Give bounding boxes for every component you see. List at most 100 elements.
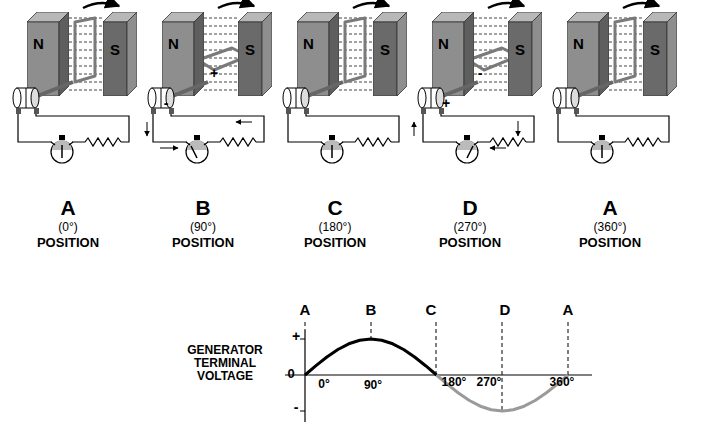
magnet-face — [667, 12, 677, 96]
angle-note: (180°) — [319, 221, 352, 234]
axis-value: - — [294, 400, 299, 415]
axis-tick — [300, 411, 305, 412]
magnet-shape — [297, 12, 339, 96]
position-word: POSITION — [172, 236, 234, 250]
magnet-face — [532, 12, 542, 96]
position-letter: A — [60, 196, 75, 219]
magnet-face — [262, 12, 272, 96]
graph-position-letter: A — [563, 302, 574, 319]
armature-loop — [75, 18, 95, 82]
axis-tick — [300, 339, 305, 340]
generator-circuit — [553, 3, 669, 163]
axis-value: 0 — [287, 367, 294, 381]
angle-note: (0°) — [58, 221, 77, 234]
north-pole: N — [432, 12, 474, 96]
south-pole: S — [103, 12, 137, 96]
south-pole: S — [238, 12, 272, 96]
position-letter: A — [602, 196, 617, 219]
current-arrow — [414, 122, 415, 136]
positive-half-cycle — [305, 339, 437, 375]
voltage-graph — [285, 322, 592, 422]
degree-tick: 360° — [550, 376, 575, 389]
magnet-shape — [432, 12, 474, 96]
magnet-face — [643, 22, 667, 96]
current-arrow — [147, 122, 148, 136]
pole-letter: S — [103, 12, 127, 58]
graph-position-letter: D — [500, 302, 511, 319]
pole-letter: S — [643, 12, 667, 58]
generator-circuit — [13, 3, 129, 163]
current-arrow — [160, 148, 178, 149]
magnetic-field — [474, 18, 508, 90]
degree-tick: 270° — [477, 376, 502, 389]
magnet-face — [59, 12, 69, 96]
magnet-shape — [162, 12, 204, 96]
magnet-shape — [567, 12, 609, 96]
polarity-sign: + — [210, 66, 218, 81]
pole-letter: S — [238, 12, 262, 58]
position-word: POSITION — [579, 236, 641, 250]
position-word: POSITION — [37, 236, 99, 250]
meter-needle — [467, 146, 473, 158]
position-word: POSITION — [439, 236, 501, 250]
position-guide — [305, 322, 306, 330]
generator-circuit — [148, 3, 264, 163]
axis-value: + — [292, 329, 300, 344]
north-pole: N — [567, 12, 609, 96]
position-letter: D — [462, 196, 477, 219]
position-guide — [568, 322, 569, 375]
magnet-face — [599, 12, 609, 96]
south-pole: S — [643, 12, 677, 96]
magnet-face — [103, 22, 127, 96]
position-guide — [436, 322, 437, 375]
pole-letter: S — [373, 12, 397, 58]
magnetic-field — [69, 18, 103, 90]
magnet-face — [27, 22, 59, 96]
voltage-axis — [304, 330, 305, 422]
magnet-face — [194, 12, 204, 96]
position-guide — [371, 322, 372, 339]
graph-position-letter: A — [300, 302, 311, 319]
north-pole: N — [297, 12, 339, 96]
degree-tick: 0° — [318, 378, 329, 391]
polarity-sign: - — [164, 96, 169, 111]
generator-circuit — [283, 3, 399, 163]
current-arrow — [236, 122, 252, 123]
degree-tick: 90° — [364, 379, 382, 392]
magnet-face — [432, 22, 464, 96]
graph-position-letter: B — [366, 302, 377, 319]
magnet-face — [162, 22, 194, 96]
position-word: POSITION — [304, 236, 366, 250]
magnetic-field — [204, 18, 238, 90]
magnetic-field — [609, 18, 643, 90]
meter-needle — [331, 145, 333, 158]
north-pole: N — [27, 12, 69, 96]
angle-note: (360°) — [594, 221, 627, 234]
angle-note: (270°) — [454, 221, 487, 234]
magnet-face — [329, 12, 339, 96]
magnet-face — [567, 22, 599, 96]
meter-needle — [191, 146, 197, 158]
south-pole: S — [508, 12, 542, 96]
position-letter: C — [327, 196, 342, 219]
current-arrow — [518, 121, 519, 136]
meter-needle — [601, 145, 603, 158]
pole-letter: S — [508, 12, 532, 58]
negative-half-cycle — [437, 375, 569, 411]
pole-letter: N — [297, 12, 335, 52]
armature-loop — [345, 18, 365, 82]
angle-note: (90°) — [190, 221, 216, 234]
magnet-face — [373, 22, 397, 96]
armature-loop — [615, 18, 635, 82]
magnet-face — [297, 22, 329, 96]
magnet-face — [127, 12, 137, 96]
pole-letter: N — [567, 12, 605, 52]
polarity-sign: + — [442, 96, 450, 111]
magnet-face — [508, 22, 532, 96]
pole-letter: N — [27, 12, 65, 52]
magnet-face — [397, 12, 407, 96]
position-letter: B — [195, 196, 210, 219]
pole-letter: N — [162, 12, 200, 52]
